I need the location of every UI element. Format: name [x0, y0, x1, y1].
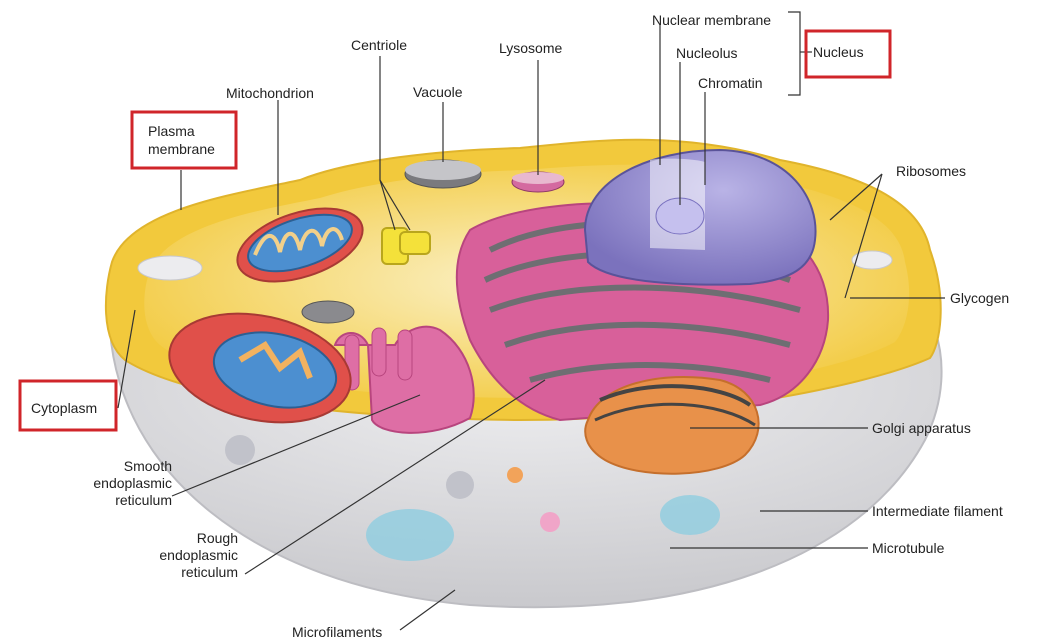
vacuole-small-shape: [301, 300, 355, 324]
nucleus-shape: [583, 148, 817, 286]
mitochondrion-shape: [236, 207, 364, 283]
ribosomes-label: Ribosomes: [896, 163, 967, 179]
nuclear-membrane-label: Nuclear membrane: [652, 12, 772, 28]
chromatin-label: Chromatin: [698, 75, 763, 91]
leader-lines: [117, 11, 945, 631]
smooth-er-label-line3: reticulum: [115, 492, 172, 508]
rough-er-label: Rough endoplasmic reticulum: [126, 530, 238, 581]
mitochondrion-large-shape: [168, 312, 352, 424]
microtubule-label: Microtubule: [872, 540, 945, 556]
nucleus-label: Nucleus: [813, 44, 864, 60]
mitochondrion-label: Mitochondrion: [226, 85, 314, 101]
golgi-shape: [584, 376, 760, 475]
plasma-membrane-label-line2: membrane: [148, 141, 215, 157]
smooth-er-label: Smooth endoplasmic reticulum: [60, 458, 172, 509]
smooth-er-label-line2: endoplasmic: [93, 475, 172, 491]
inclusion-grey: [225, 435, 255, 465]
centriole-label: Centriole: [351, 37, 408, 53]
membrane-notch: [137, 255, 203, 281]
inclusion-grey-2: [446, 471, 474, 499]
intermediate-filament-label: Intermediate filament: [872, 503, 1003, 519]
plasma-membrane-label: Plasma membrane: [148, 122, 215, 158]
membrane-notch-right: [851, 250, 893, 270]
rough-er-label-line2: endoplasmic: [159, 547, 238, 563]
inclusion-blue: [366, 509, 454, 561]
lysosome-label: Lysosome: [499, 40, 563, 56]
smooth-er-shape: [333, 325, 475, 434]
cytoplasm-highlight-box: [18, 379, 118, 432]
rough-er-label-line3: reticulum: [181, 564, 238, 580]
plasma-membrane-label-line1: Plasma: [148, 123, 195, 139]
rough-er-label-line1: Rough: [196, 530, 238, 546]
cytoplasm-label: Cytoplasm: [31, 400, 98, 416]
plasma-membrane-highlight-box: [130, 110, 238, 170]
inclusion-blue-2: [660, 495, 720, 535]
vacuole-label: Vacuole: [413, 84, 463, 100]
inclusion-orange: [507, 467, 523, 483]
golgi-apparatus-label: Golgi apparatus: [872, 420, 971, 436]
nucleolus-label: Nucleolus: [676, 45, 738, 61]
inclusion-pink: [540, 512, 560, 532]
centriole-shape: [381, 227, 431, 265]
smooth-er-label-line1: Smooth: [123, 458, 172, 474]
nucleus-highlight-box: [804, 29, 892, 79]
microfilaments-label: Microfilaments: [292, 624, 383, 640]
glycogen-label: Glycogen: [950, 290, 1010, 306]
